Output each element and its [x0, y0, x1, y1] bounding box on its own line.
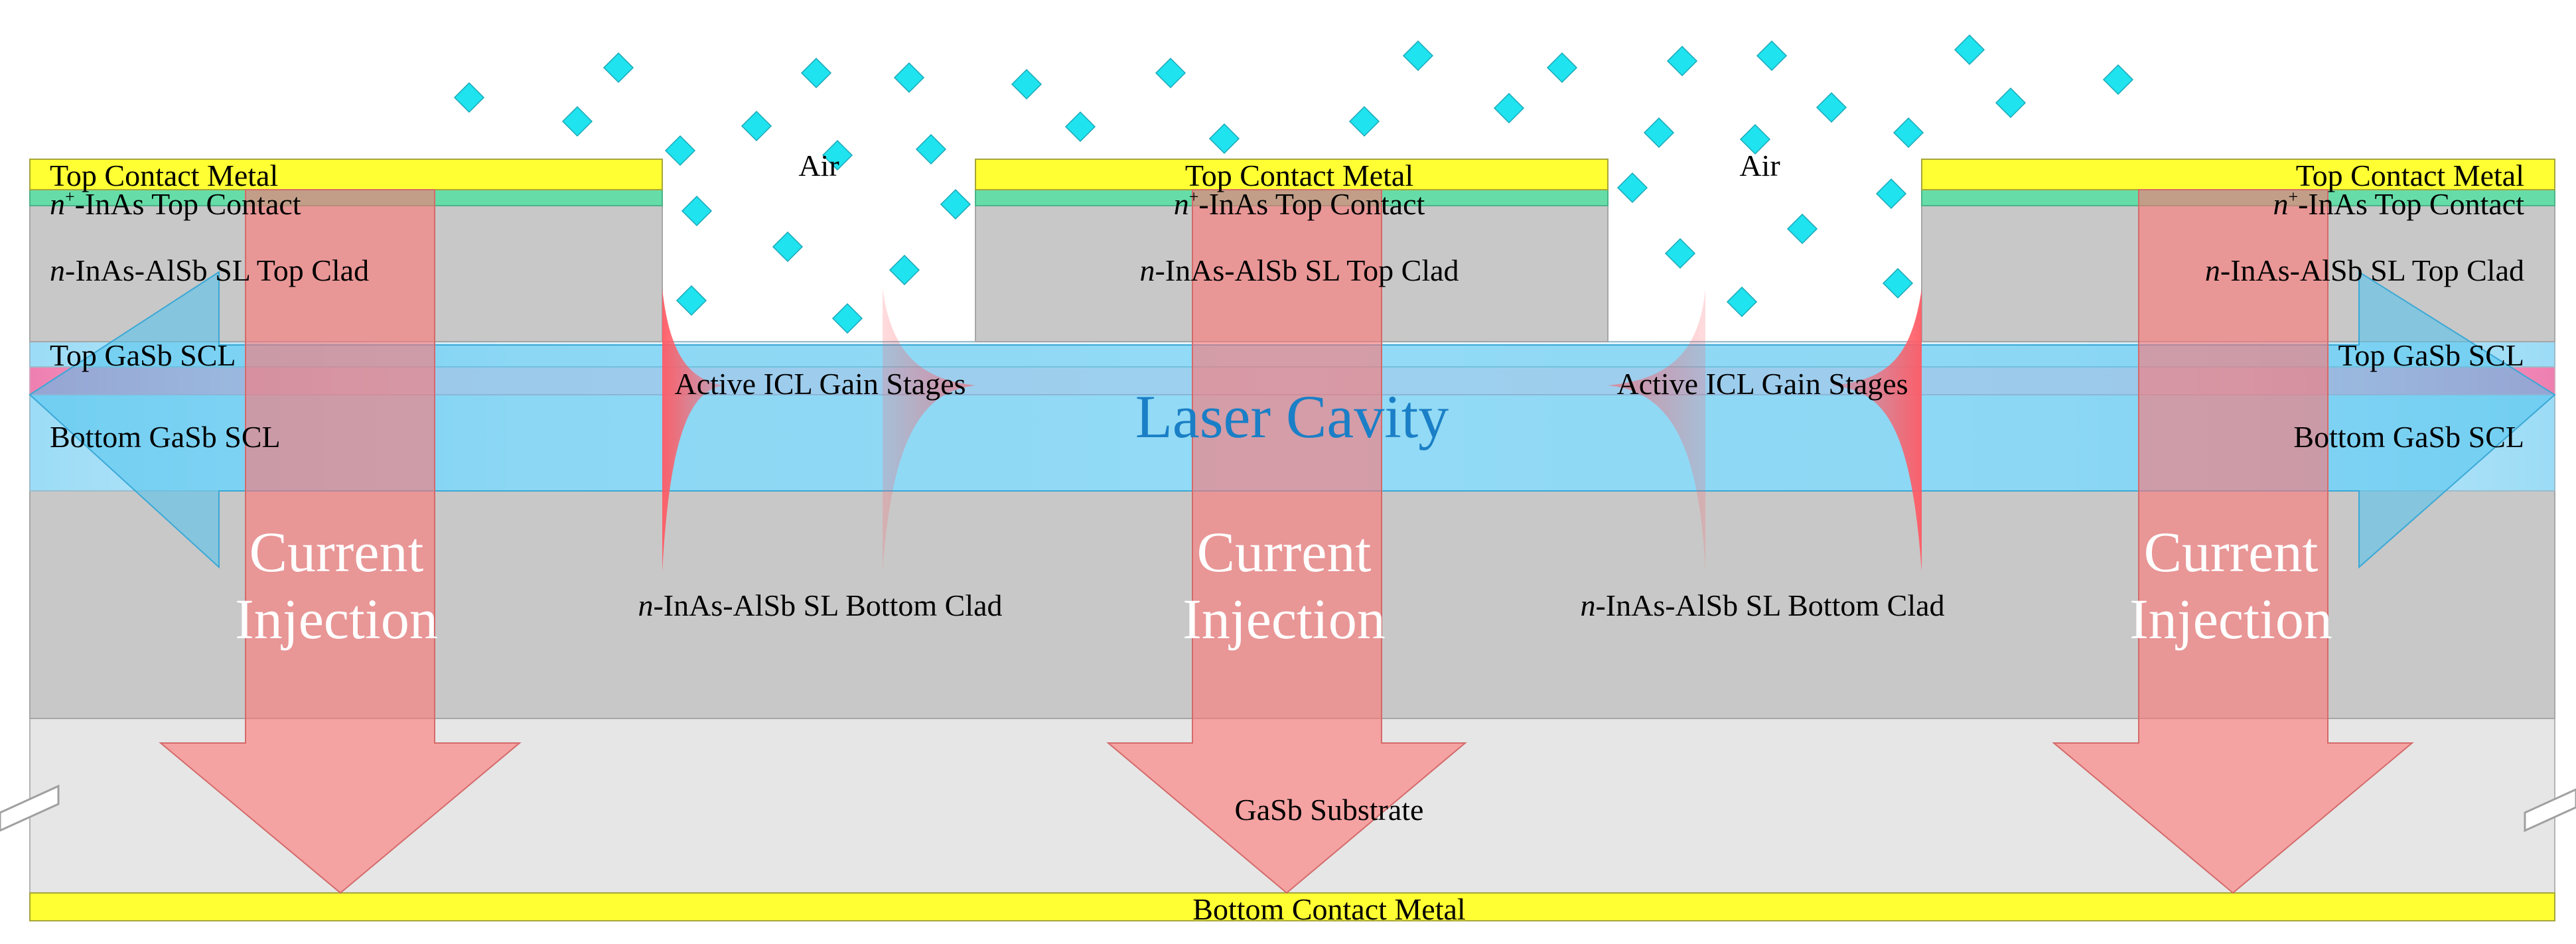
cyan-diamond-icon: [822, 139, 853, 171]
cyan-diamond-icon: [1155, 57, 1186, 89]
top-clad-label-left: n-InAs-AlSb SL Top Clad: [50, 253, 370, 287]
cyan-diamond-icon: [1995, 87, 2027, 119]
top-clad-label-right: n-InAs-AlSb SL Top Clad: [2204, 253, 2524, 287]
bottom-clad-label-right: n-InAs-AlSb SL Bottom Clad: [1580, 588, 1945, 622]
air-label-right: Air: [1739, 149, 1780, 182]
top-contact-metal-label-left: Top Contact Metal: [50, 159, 279, 192]
cyan-diamond-icon: [1816, 92, 1847, 123]
active-label-right: Active ICL Gain Stages: [1616, 367, 1908, 401]
top-clad-label-middle: n-InAs-AlSb SL Top Clad: [1139, 253, 1459, 287]
top-contact-metal-label-right: Top Contact Metal: [2295, 159, 2524, 192]
cyan-diamond-icon: [676, 285, 707, 316]
air-particles: [453, 34, 2134, 334]
cyan-diamond-icon: [831, 303, 863, 334]
cyan-diamond-icon: [915, 133, 947, 165]
bottom-clad-label-left: n-InAs-AlSb SL Bottom Clad: [638, 588, 1003, 622]
cyan-diamond-icon: [1402, 40, 1434, 72]
laser-cavity-label: Laser Cavity: [1135, 383, 1449, 450]
top-scl-label-left: Top GaSb SCL: [50, 338, 236, 372]
cyan-diamond-icon: [1739, 123, 1771, 155]
current-injection-arrows: [159, 189, 2414, 894]
cyan-diamond-icon: [1546, 52, 1578, 84]
cyan-diamond-icon: [1954, 34, 1985, 66]
cyan-diamond-icon: [1756, 40, 1788, 72]
cyan-diamond-icon: [2102, 64, 2134, 96]
cyan-diamond-icon: [1726, 286, 1758, 318]
bottom-contact-metal-label: Bottom Contact Metal: [1192, 892, 1466, 926]
current-injection-arrow-middle: [1106, 189, 1467, 894]
top-scl-label-right: Top GaSb SCL: [2338, 338, 2524, 372]
cyan-diamond-icon: [1875, 178, 1907, 210]
top-contact-metal-label-middle: Top Contact Metal: [1184, 159, 1414, 192]
bottom-scl-label-left: Bottom GaSb SCL: [50, 420, 281, 454]
cyan-diamond-icon: [1348, 105, 1380, 137]
cyan-diamond-icon: [889, 254, 920, 286]
cyan-diamond-icon: [1643, 117, 1675, 149]
cyan-diamond-icon: [940, 188, 971, 220]
top-contact-label-left: n+-InAs Top Contact: [50, 187, 301, 221]
cyan-diamond-icon: [1616, 172, 1648, 204]
cyan-diamond-icon: [1493, 92, 1525, 124]
cyan-diamond-icon: [1208, 123, 1240, 155]
substrate-label: GaSb Substrate: [1234, 793, 1424, 827]
cyan-diamond-icon: [1011, 68, 1042, 100]
air-label-left: Air: [798, 149, 839, 182]
cyan-diamond-icon: [1882, 267, 1914, 299]
current-injection-arrow-left: [159, 189, 522, 894]
cyan-diamond-icon: [1664, 237, 1696, 269]
cyan-diamond-icon: [561, 105, 593, 137]
cyan-diamond-icon: [741, 110, 772, 142]
cyan-diamond-icon: [893, 62, 925, 94]
break-mark-icon: [0, 784, 2576, 833]
optical-mode-profile-icon: [662, 289, 1922, 572]
active-label-left: Active ICL Gain Stages: [674, 367, 966, 401]
top-contact-label-middle: n+-InAs Top Contact: [1173, 187, 1425, 221]
cyan-diamond-icon: [800, 57, 832, 89]
cyan-diamond-icon: [453, 82, 485, 113]
cyan-diamond-icon: [664, 135, 696, 167]
cyan-diamond-icon: [1786, 213, 1818, 245]
cyan-diamond-icon: [603, 52, 634, 84]
cyan-diamond-icon: [681, 195, 713, 227]
bottom-contact-metal-layer: [29, 892, 2555, 921]
top-contact-label-right: n+-InAs Top Contact: [2273, 187, 2524, 221]
cyan-diamond-icon: [1064, 111, 1096, 143]
cyan-diamond-icon: [1893, 117, 1924, 149]
bottom-scl-label-right: Bottom GaSb SCL: [2293, 420, 2524, 454]
current-injection-arrow-right: [2052, 189, 2414, 894]
cyan-diamond-icon: [1666, 45, 1698, 77]
cyan-diamond-icon: [772, 231, 804, 263]
